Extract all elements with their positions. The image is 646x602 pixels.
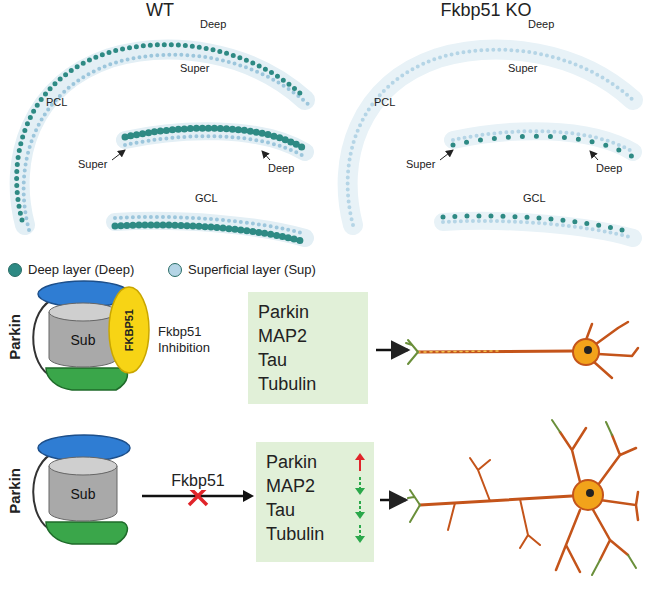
protein-name: MAP2 bbox=[266, 474, 344, 498]
oval-fill bbox=[109, 287, 149, 373]
layer-label: Deep bbox=[268, 162, 294, 174]
protein-name: Parkin bbox=[258, 300, 358, 324]
green-domain bbox=[46, 368, 127, 390]
substrate-label: Sub bbox=[71, 486, 96, 502]
layer-label: PCL bbox=[374, 96, 395, 108]
substrate-label: Sub bbox=[71, 332, 96, 348]
legend-swatch bbox=[8, 263, 22, 277]
substrate-cylinder: Sub bbox=[48, 302, 118, 368]
layer-label: PCL bbox=[46, 96, 67, 108]
protein-name: Tubulin bbox=[258, 372, 358, 396]
legend-text: Deep layer (Deep) bbox=[28, 262, 134, 277]
arrow-head bbox=[355, 536, 365, 543]
legend-item: Superficial layer (Sup) bbox=[168, 262, 316, 277]
arrow bbox=[376, 349, 408, 352]
panel-title: Fkbp51 KO bbox=[326, 0, 646, 20]
panel-title: WT bbox=[0, 0, 320, 20]
layer-label: Deep bbox=[596, 162, 622, 174]
ko-hippocampus bbox=[348, 50, 633, 238]
parkin-complex: Parkin Sub bbox=[4, 432, 138, 550]
green-domain bbox=[46, 522, 127, 544]
down-arrow bbox=[354, 524, 366, 544]
parkin-complex: Parkin Sub FKBP51 bbox=[4, 278, 154, 396]
layer-label: Super bbox=[180, 62, 209, 74]
edge-label: Fkbp51 bbox=[171, 472, 224, 490]
layer-label: Super bbox=[406, 158, 435, 170]
arrow-head bbox=[243, 490, 254, 502]
protein-name: Tau bbox=[258, 348, 358, 372]
cylinder-top bbox=[49, 457, 117, 475]
neuron-branched bbox=[408, 420, 638, 575]
layer-label: GCL bbox=[195, 192, 218, 204]
protein-name: Tau bbox=[266, 498, 344, 522]
layer-label: Deep bbox=[528, 18, 554, 30]
arrow bbox=[380, 499, 406, 502]
vertical-label: Parkin bbox=[6, 468, 23, 514]
substrate-cylinder: Sub bbox=[48, 456, 118, 522]
cylinder-top bbox=[49, 303, 117, 321]
annotation: Fkbp51 Inhibition bbox=[158, 324, 234, 356]
protein-name: Tubulin bbox=[266, 522, 344, 546]
protein-name: Parkin bbox=[266, 450, 344, 474]
connector-line bbox=[142, 495, 246, 498]
wt-hippocampus bbox=[17, 45, 309, 242]
arrow-head bbox=[355, 512, 365, 519]
layer-label: GCL bbox=[523, 192, 546, 204]
protein-list-box: ParkinMAP2TauTubulin bbox=[248, 292, 368, 404]
legend-swatch bbox=[168, 263, 182, 277]
neuron-simple bbox=[406, 322, 638, 378]
layer-label: Super bbox=[508, 62, 537, 74]
arrow-head bbox=[355, 488, 365, 495]
down-arrow bbox=[354, 476, 366, 496]
fkbp51-oval: FKBP51 bbox=[108, 286, 150, 374]
legend-text: Superficial layer (Sup) bbox=[188, 262, 316, 277]
up-arrow bbox=[354, 452, 366, 472]
protein-list-box: ParkinMAP2TauTubulin bbox=[256, 442, 374, 562]
arrow-head bbox=[355, 453, 365, 460]
protein-name: MAP2 bbox=[258, 324, 358, 348]
layer-label: Deep bbox=[200, 18, 226, 30]
figure-panel: Fkbp51 KO bbox=[326, 0, 646, 258]
oval-label: FKBP51 bbox=[123, 309, 135, 351]
vertical-holder: Parkin bbox=[4, 278, 24, 396]
legend-item: Deep layer (Deep) bbox=[8, 262, 134, 277]
vertical-label: Parkin bbox=[6, 314, 23, 360]
down-arrow bbox=[354, 500, 366, 520]
layer-label: Super bbox=[78, 158, 107, 170]
vertical-holder: Parkin bbox=[4, 432, 24, 550]
figure-panel: WT bbox=[0, 0, 320, 258]
